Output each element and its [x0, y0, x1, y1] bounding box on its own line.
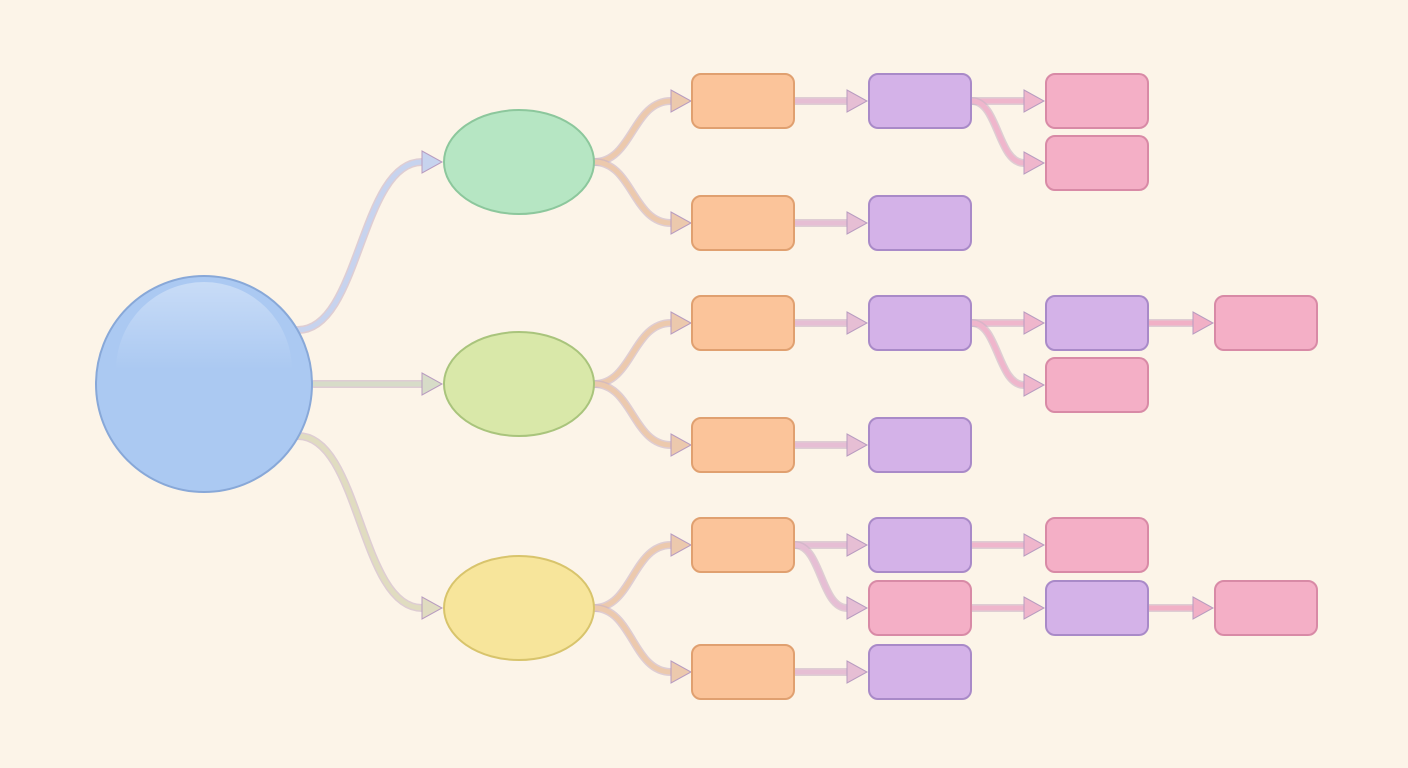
- connector-arrow: [968, 97, 1046, 175]
- arrowhead-icon: [670, 211, 693, 235]
- nodes: [95, 73, 1318, 700]
- arrowhead-icon: [670, 433, 693, 457]
- arrowhead-icon: [1023, 89, 1046, 113]
- connector-arrow: [1145, 596, 1215, 620]
- arrowhead-icon: [670, 311, 693, 335]
- orange-box-node: [691, 644, 795, 700]
- orange-box-node: [691, 517, 795, 573]
- arrowhead-icon: [1023, 373, 1046, 397]
- pink-box-node: [1045, 73, 1149, 129]
- pink-box-node: [1045, 517, 1149, 573]
- connector-arrow: [590, 533, 693, 612]
- arrowhead-icon: [846, 433, 869, 457]
- connector-arrow: [590, 604, 693, 684]
- orange-box-node: [691, 195, 795, 251]
- connector-arrow: [590, 311, 693, 388]
- pink-box-node: [1045, 357, 1149, 413]
- arrowhead-icon: [846, 311, 869, 335]
- arrowhead-icon: [846, 211, 869, 235]
- connector-arrow: [791, 89, 869, 113]
- arrowhead-icon: [846, 596, 869, 620]
- arrowhead-icon: [670, 660, 693, 684]
- root-highlight: [116, 282, 292, 458]
- pink-box-node: [868, 580, 972, 636]
- arrowhead-icon: [1023, 151, 1046, 175]
- arrowhead-icon: [421, 372, 444, 396]
- arrowhead-icon: [1023, 596, 1046, 620]
- connector-arrow: [791, 211, 869, 235]
- connector-arrow: [590, 158, 693, 235]
- arrowhead-icon: [1023, 533, 1046, 557]
- arrowhead-icon: [1192, 596, 1215, 620]
- arrowhead-icon: [670, 533, 693, 557]
- connector-arrow: [294, 432, 444, 620]
- orange-box-node: [691, 73, 795, 129]
- arrowhead-icon: [421, 596, 444, 620]
- branch-ellipse-node-lime: [443, 331, 595, 437]
- arrowhead-icon: [846, 660, 869, 684]
- connector-arrow: [968, 596, 1046, 620]
- arrowhead-icon: [846, 89, 869, 113]
- orange-box-node: [691, 417, 795, 473]
- branch-ellipse-node-green: [443, 109, 595, 215]
- arrowhead-icon: [421, 150, 444, 174]
- connector-arrow: [310, 372, 444, 396]
- connector-arrow: [791, 311, 869, 335]
- connectors: [294, 89, 1215, 684]
- purple-box-node: [868, 195, 972, 251]
- purple-box-node: [868, 295, 972, 351]
- purple-box-node: [868, 644, 972, 700]
- connector-arrow: [791, 433, 869, 457]
- connector-arrow: [968, 533, 1046, 557]
- connector-arrow: [791, 660, 869, 684]
- arrowhead-icon: [846, 533, 869, 557]
- orange-box-node: [691, 295, 795, 351]
- purple-box-node: [1045, 580, 1149, 636]
- arrowhead-icon: [1192, 311, 1215, 335]
- connector-arrow: [791, 541, 869, 620]
- purple-box-node: [868, 517, 972, 573]
- pink-box-node: [1214, 580, 1318, 636]
- connector-arrow: [294, 150, 444, 334]
- connector-arrow: [1145, 311, 1215, 335]
- arrowhead-icon: [1023, 311, 1046, 335]
- purple-box-node: [868, 417, 972, 473]
- pink-box-node: [1214, 295, 1318, 351]
- connector-arrow: [590, 89, 693, 166]
- purple-box-node: [1045, 295, 1149, 351]
- connector-arrow: [590, 380, 693, 457]
- arrowhead-icon: [670, 89, 693, 113]
- branch-ellipse-node-yellow: [443, 555, 595, 661]
- connector-arrow: [968, 319, 1046, 397]
- pink-box-node: [1045, 135, 1149, 191]
- purple-box-node: [868, 73, 972, 129]
